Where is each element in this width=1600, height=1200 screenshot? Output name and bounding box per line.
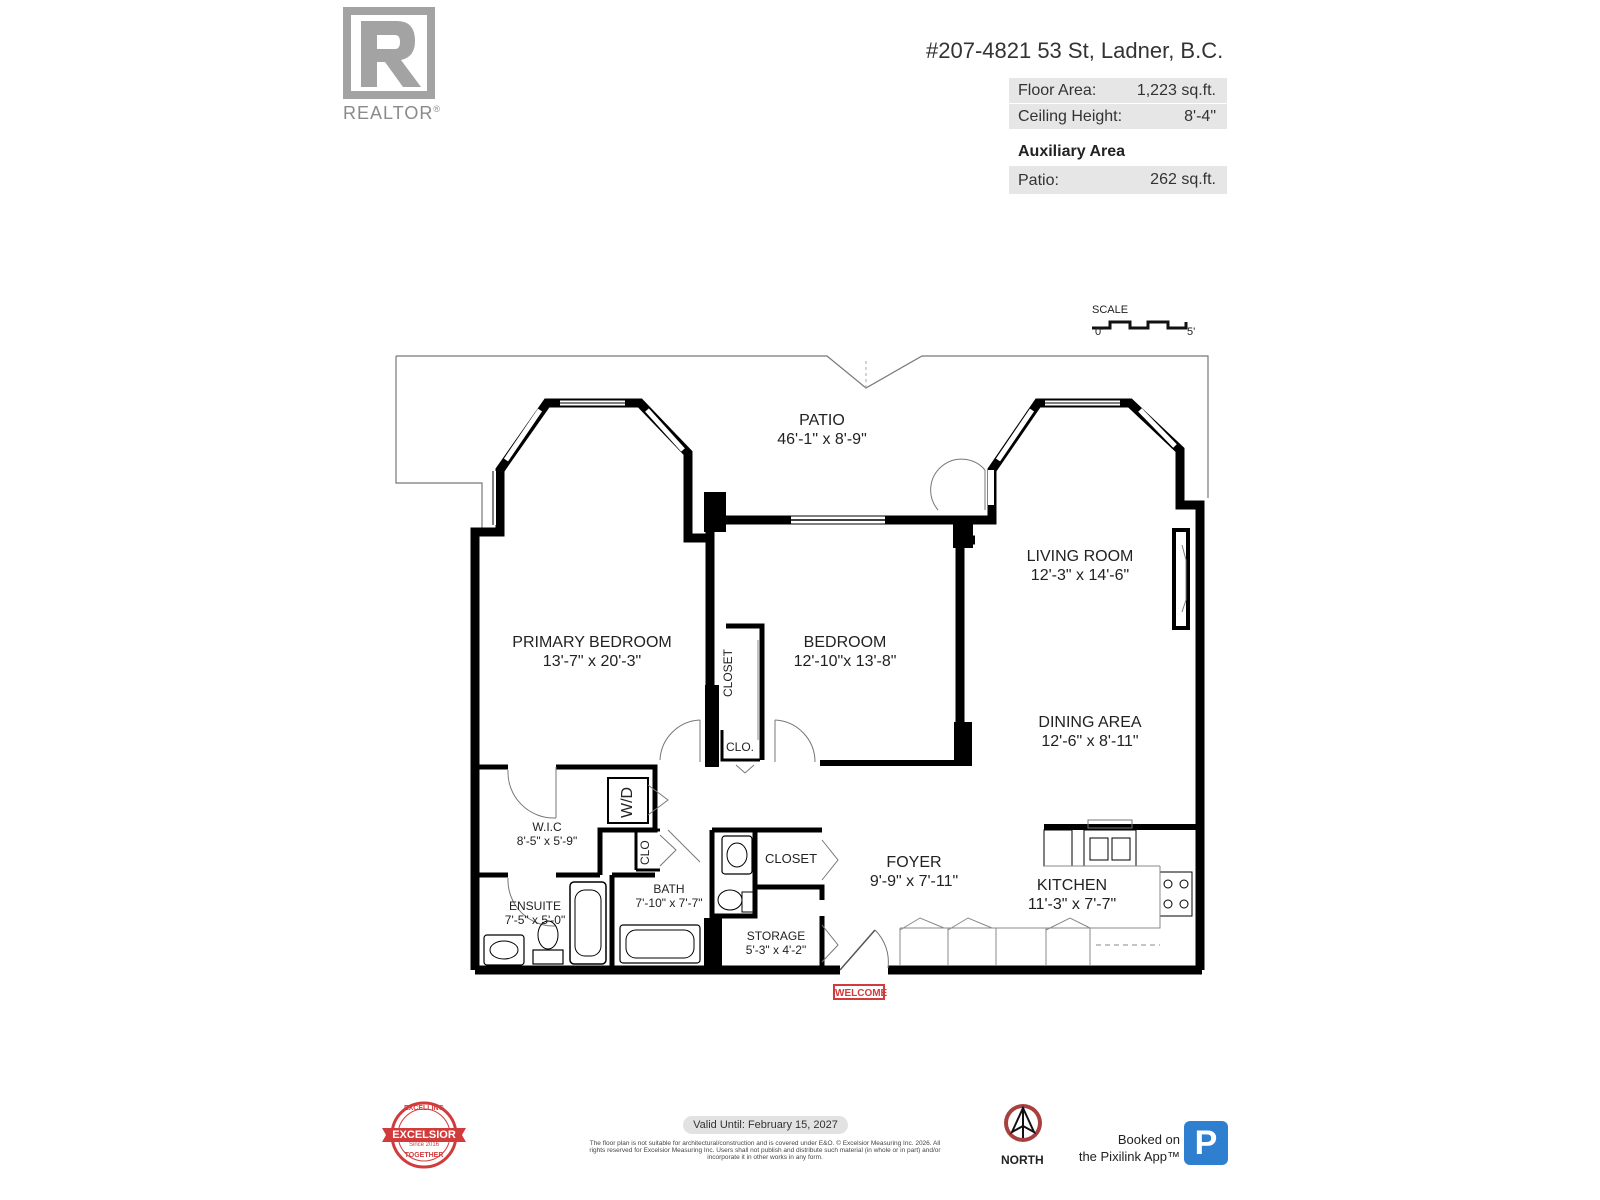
patio-area-row: Patio: 262 sq.ft. (1009, 166, 1227, 194)
room-wd: W/D (619, 786, 636, 818)
seal-since-text: Since 2016 (408, 1142, 440, 1148)
room-dims: 46'-1" x 8'-9" (777, 431, 867, 449)
room-dims: 7'-10" x 7'-7" (635, 896, 703, 911)
room-bath: BATH 7'-10" x 7'-7" (635, 882, 702, 911)
disclaimer-text: The floor plan is not suitable for archi… (589, 1140, 941, 1161)
room-name: FOYER (886, 854, 942, 871)
room-name: PRIMARY BEDROOM (512, 634, 672, 651)
floor-area-row: Floor Area: 1,223 sq.ft. (1009, 78, 1227, 103)
primary-bedroom-bay-wall (470, 398, 710, 970)
scale-label: SCALE (1092, 304, 1129, 316)
floor-area-value: 1,223 sq.ft. (1136, 82, 1216, 99)
excelsior-seal-icon (382, 1101, 466, 1169)
room-dims: 8'-5" x 5'-9" (516, 834, 578, 849)
auxiliary-area-heading: Auxiliary Area (1018, 143, 1126, 160)
floor-area-label: Floor Area: (1018, 82, 1097, 99)
room-name: BATH (653, 882, 685, 896)
scale-max: 5' (1187, 326, 1196, 338)
room-clo-1: CLO. (725, 740, 755, 754)
welcome-mat: WELCOME (833, 984, 887, 1000)
booked-on-text: Booked on the Pixilink App™ (1060, 1131, 1180, 1165)
room-name: PATIO (799, 412, 845, 429)
ceiling-height-label: Ceiling Height: (1018, 108, 1123, 125)
room-kitchen: KITCHEN 11'-3" x 7'-7" (1028, 876, 1116, 914)
room-ensuite: ENSUITE 7'-5" x 5'-0" (505, 899, 565, 928)
room-wic: W.I.C 8'-5" x 5'-9" (517, 820, 577, 849)
patio-area-label: Patio: (1018, 172, 1059, 189)
realtor-logo: REALTOR® (343, 7, 453, 127)
room-name: ENSUITE (508, 899, 561, 913)
seal-top-text: EXCELLING (403, 1105, 445, 1112)
room-dims: 5'-3" x 4'-2" (745, 943, 807, 958)
booked-line-2: the Pixilink App™ (1078, 1149, 1180, 1164)
ceiling-height-row: Ceiling Height: 8'-4" (1009, 104, 1227, 129)
room-closet: CLOSET (764, 851, 818, 866)
room-clo-2: CLO (638, 840, 652, 865)
room-dims: 9'-9" x 7'-11" (869, 873, 959, 891)
property-address: #207-4821 53 St, Ladner, B.C. (926, 38, 1224, 63)
room-primary-bedroom: PRIMARY BEDROOM 13'-7" x 20'-3" (512, 633, 671, 671)
ceiling-height-value: 8'-4" (1184, 108, 1216, 125)
north-arrow-icon (1004, 1104, 1042, 1142)
room-foyer: FOYER 9'-9" x 7'-11" (870, 853, 958, 891)
room-dining-area: DINING AREA 12'-6" x 8'-11" (1038, 713, 1141, 751)
room-dims: 13'-7" x 20'-3" (542, 653, 642, 671)
patio-outline-left (395, 356, 483, 530)
scale-bar (1092, 320, 1188, 330)
room-dims: 7'-5" x 5'-0" (504, 913, 566, 928)
room-name: DINING AREA (1038, 714, 1142, 731)
pixilink-app-icon: P (1184, 1121, 1228, 1165)
room-closet-vertical: CLOSET (721, 648, 735, 697)
room-dims: 12'-10"x 13'-8" (793, 653, 897, 671)
patio-outline (396, 355, 1209, 498)
booked-line-1: Booked on (1117, 1132, 1180, 1147)
realtor-word: REALTOR® (343, 103, 441, 123)
room-living-room: LIVING ROOM 12'-3" x 14'-6" (1027, 547, 1134, 585)
realtor-r-mark (343, 7, 435, 99)
room-name: W.I.C (532, 820, 562, 834)
room-bedroom: BEDROOM 12'-10"x 13'-8" (794, 633, 897, 671)
room-name: STORAGE (746, 929, 806, 943)
room-storage: STORAGE 5'-3" x 4'-2" (746, 929, 806, 958)
seal-bottom-text: TOGETHER (404, 1152, 444, 1159)
room-name: BEDROOM (803, 634, 887, 651)
room-dims: 12'-3" x 14'-6" (1030, 567, 1130, 585)
patio-area-value: 262 sq.ft. (1150, 171, 1216, 188)
scale-min: 0' (1095, 326, 1104, 338)
room-dims: 12'-6" x 8'-11" (1041, 733, 1139, 751)
room-name: LIVING ROOM (1026, 548, 1134, 565)
north-label: NORTH (1001, 1153, 1044, 1167)
room-name: KITCHEN (1036, 877, 1108, 894)
valid-until-badge: Valid Until: February 15, 2027 (683, 1116, 848, 1134)
seal-middle-text: EXCELSIOR (392, 1129, 456, 1141)
room-dims: 11'-3" x 7'-7" (1027, 896, 1117, 914)
room-patio: PATIO 46'-1" x 8'-9" (777, 411, 867, 449)
